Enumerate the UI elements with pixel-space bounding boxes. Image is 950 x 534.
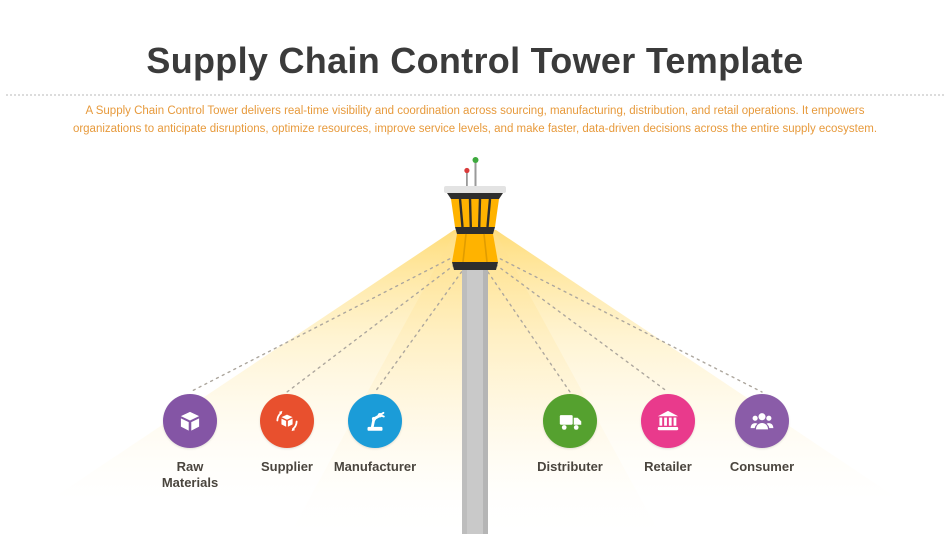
box-icon	[180, 411, 200, 431]
node-raw-materials: Raw Materials	[140, 394, 240, 492]
robot-arm-icon	[367, 411, 385, 431]
node-label: Supplier	[260, 459, 313, 474]
tower-band-base	[452, 262, 498, 270]
node-circle	[260, 394, 314, 448]
node-label: Consumer	[729, 459, 795, 474]
tower-skirt	[452, 234, 498, 262]
tower-roof	[444, 186, 506, 193]
antenna-red-light	[464, 167, 470, 174]
bank-icon	[657, 410, 679, 431]
node-circle	[641, 394, 695, 448]
node-circle	[735, 394, 789, 448]
people-icon	[750, 413, 774, 430]
node-label: Raw Materials	[161, 459, 219, 491]
supplier-box-icon	[276, 410, 298, 432]
node-supplier: Supplier	[237, 394, 337, 475]
page-title: Supply Chain Control Tower Template	[146, 40, 804, 81]
control-tower	[444, 157, 506, 270]
antenna-mast	[474, 162, 477, 188]
node-consumer: Consumer	[712, 394, 812, 475]
dashed-link-manufacturer	[374, 255, 474, 393]
dotted-divider	[6, 94, 944, 96]
description-text: A Supply Chain Control Tower delivers re…	[72, 105, 878, 135]
truck-icon	[559, 415, 582, 430]
dashed-link-retailer	[479, 252, 669, 393]
dashed-link-supplier	[286, 252, 471, 393]
node-label: Manufacturer	[333, 459, 417, 474]
node-label: Retailer	[644, 459, 692, 474]
tower-band-mid	[455, 227, 495, 234]
node-manufacturer: Manufacturer	[325, 394, 425, 475]
node-circle	[163, 394, 217, 448]
dashed-link-consumer	[482, 249, 763, 393]
dashed-link-distributer	[476, 255, 571, 393]
dashed-link-raw-materials	[189, 249, 468, 393]
tower-pole	[462, 268, 488, 534]
tower-cabin	[451, 199, 499, 227]
node-retailer: Retailer	[618, 394, 718, 475]
node-circle	[543, 394, 597, 448]
node-circle	[348, 394, 402, 448]
antenna-mast-2	[466, 172, 468, 188]
node-label: Distributer	[537, 459, 603, 474]
node-distributer: Distributer	[520, 394, 620, 475]
tower-cornice	[447, 193, 503, 199]
antenna-green-light	[472, 157, 479, 163]
